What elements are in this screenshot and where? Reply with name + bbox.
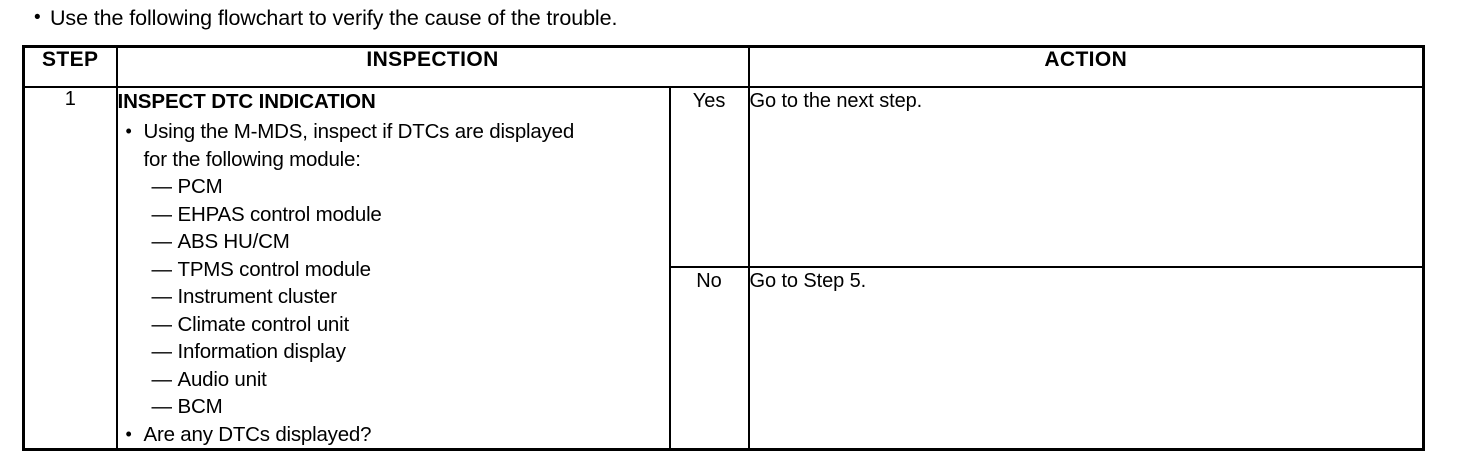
- em-dash-icon: —: [151, 312, 173, 336]
- em-dash-icon: —: [151, 340, 173, 363]
- inspection-cell: INSPECT DTC INDICATION • Using the M-MDS…: [115, 86, 671, 451]
- list-item: — Information display: [118, 338, 669, 366]
- column-header-action: ACTION: [747, 45, 1425, 88]
- list-item: — Instrument cluster: [118, 283, 669, 311]
- em-dash-icon: —: [151, 257, 173, 281]
- list-item-label: Information display: [177, 340, 346, 363]
- inspection-bullet-2: • Are any DTCs displayed?: [118, 421, 669, 449]
- list-item-label: PCM: [177, 175, 223, 198]
- intro-bullet-line: • Use the following flowchart to verify …: [22, 4, 1422, 32]
- result-answer-no: No: [668, 265, 750, 451]
- list-item-label: BCM: [177, 395, 223, 418]
- column-header-step: STEP: [22, 45, 118, 88]
- list-item: — BCM: [118, 393, 669, 421]
- list-item-label: TPMS control module: [177, 257, 372, 281]
- list-item: — TPMS control module: [118, 256, 669, 284]
- list-item: — PCM: [118, 173, 669, 201]
- inspection-bullet-1: • Using the M-MDS, inspect if DTCs are d…: [118, 118, 669, 173]
- list-item-label: Climate control unit: [177, 312, 350, 336]
- table-row: 1 INSPECT DTC INDICATION • Using the M-M…: [22, 86, 1425, 451]
- result-answer-yes: Yes: [668, 86, 750, 268]
- list-item-label: Instrument cluster: [177, 285, 338, 308]
- em-dash-icon: —: [151, 230, 173, 253]
- list-item-label: EHPAS control module: [177, 202, 382, 226]
- list-item: — Audio unit: [118, 366, 669, 394]
- bullet-icon: •: [34, 7, 41, 28]
- module-dash-list: — PCM — EHPAS control module — ABS HU/CM…: [118, 173, 669, 421]
- list-item: — EHPAS control module: [118, 201, 669, 229]
- list-item: — ABS HU/CM: [118, 228, 669, 256]
- em-dash-icon: —: [151, 175, 173, 198]
- list-item-label: Audio unit: [177, 367, 267, 391]
- inspection-bullet-1-text: Using the M-MDS, inspect if DTCs are dis…: [143, 120, 575, 171]
- inspection-bullet-2-text: Are any DTCs displayed?: [143, 422, 372, 446]
- inspection-title: INSPECT DTC INDICATION: [117, 90, 376, 113]
- intro-text: Use the following flowchart to verify th…: [50, 6, 618, 30]
- em-dash-icon: —: [151, 202, 173, 226]
- em-dash-icon: —: [151, 285, 173, 308]
- list-item-label: ABS HU/CM: [177, 230, 290, 253]
- em-dash-icon: —: [151, 395, 173, 418]
- diagnostic-flowchart-table: STEP INSPECTION ACTION 1 INSPECT DTC IND…: [22, 45, 1426, 451]
- table-row: No Go to Step 5.: [24, 265, 1425, 451]
- column-header-inspection: INSPECTION: [115, 45, 750, 88]
- bullet-icon: •: [125, 423, 132, 444]
- step-number-cell: 1: [22, 86, 118, 451]
- result-action-no: Go to Step 5.: [747, 265, 1425, 451]
- list-item: — Climate control unit: [118, 311, 669, 339]
- table-header-row: STEP INSPECTION ACTION: [22, 45, 1425, 88]
- bullet-icon: •: [125, 121, 132, 141]
- em-dash-icon: —: [151, 367, 173, 391]
- result-action-yes: Go to the next step.: [747, 86, 1425, 268]
